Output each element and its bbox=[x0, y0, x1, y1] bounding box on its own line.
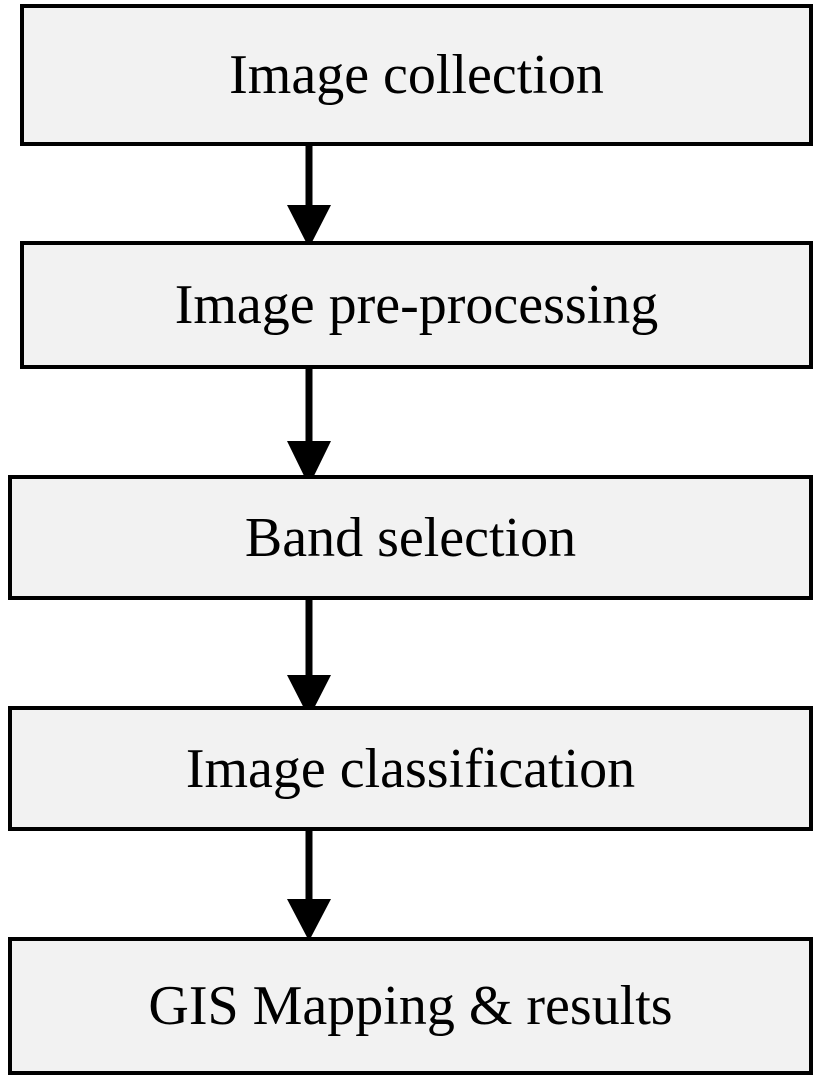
arrow-3 bbox=[287, 596, 331, 718]
arrow-2 bbox=[287, 362, 331, 486]
step-band-selection: Band selection bbox=[8, 475, 813, 600]
arrow-4 bbox=[287, 816, 331, 941]
step-label: Image pre-processing bbox=[174, 274, 659, 336]
step-label: Band selection bbox=[244, 506, 577, 569]
step-image-classification: Image classification bbox=[8, 706, 813, 831]
step-gis-mapping-results: GIS Mapping & results bbox=[8, 937, 813, 1075]
step-image-collection: Image collection bbox=[20, 4, 813, 146]
step-label: Image collection bbox=[229, 44, 604, 106]
step-label: Image classification bbox=[185, 737, 636, 800]
step-image-pre-processing: Image pre-processing bbox=[20, 241, 813, 369]
step-label: GIS Mapping & results bbox=[148, 975, 673, 1037]
